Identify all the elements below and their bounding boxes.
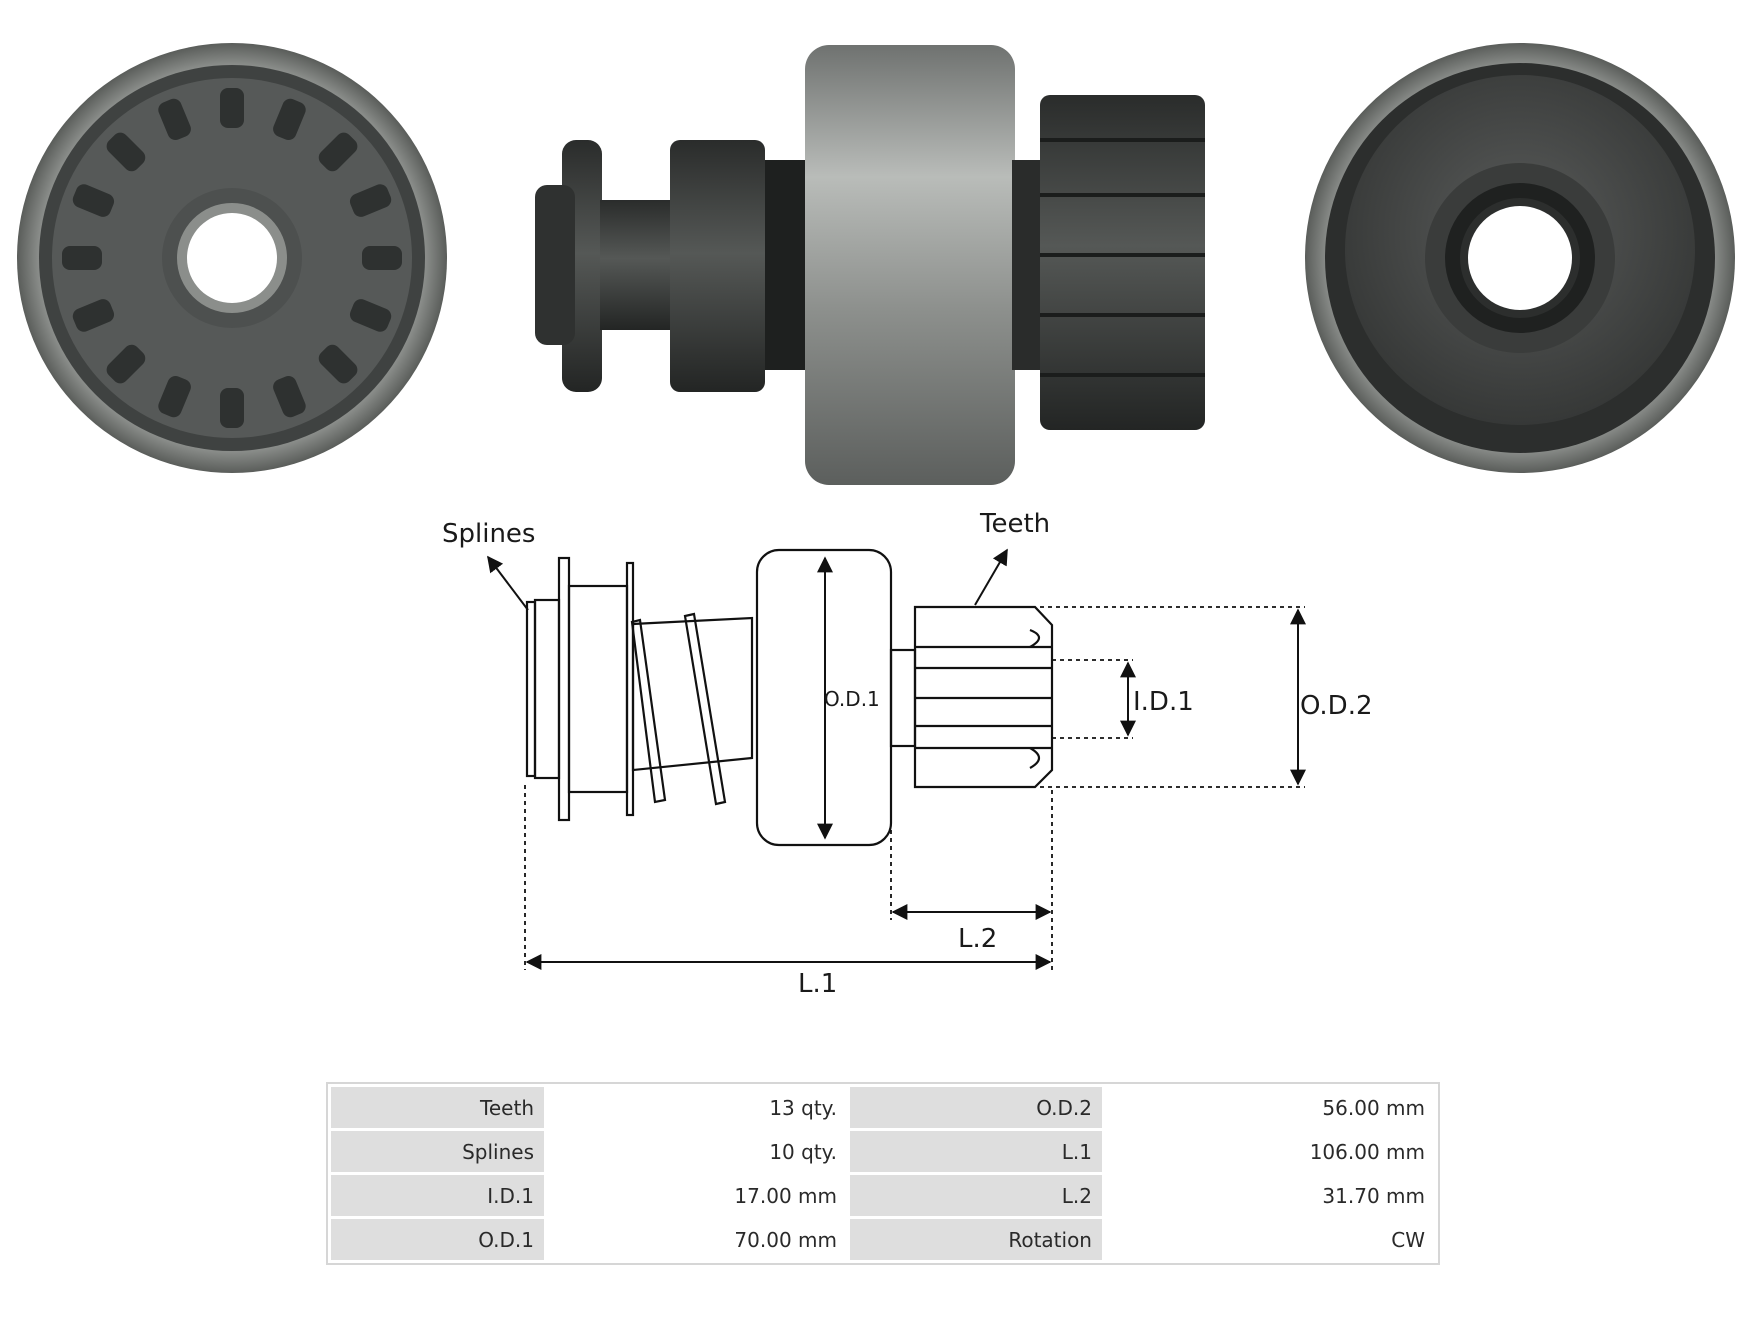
- pinion-gear: [913, 605, 1054, 789]
- spline-tooth: [158, 98, 191, 141]
- left-end-view-photo: [17, 43, 447, 473]
- splines-label: Splines: [442, 519, 535, 549]
- spline-tooth: [220, 388, 244, 428]
- spline-tooth: [106, 132, 146, 172]
- spec-value: 17.00 mm: [547, 1175, 847, 1216]
- spline-tooth: [72, 299, 115, 332]
- spline-tooth: [362, 246, 402, 270]
- teeth-label: Teeth: [979, 509, 1050, 539]
- spec-key: Splines: [331, 1131, 544, 1172]
- table-row: O.D.1 70.00 mm Rotation CW: [331, 1219, 1435, 1260]
- spec-key: L.1: [850, 1131, 1102, 1172]
- spec-value: 31.70 mm: [1105, 1175, 1435, 1216]
- id1-label: I.D.1: [1133, 687, 1194, 717]
- spline-tooth: [62, 246, 102, 270]
- spec-value: 106.00 mm: [1105, 1131, 1435, 1172]
- spring-coil: [630, 618, 667, 804]
- spline-tooth: [106, 344, 146, 384]
- l1-label: L.1: [798, 969, 837, 999]
- spline-tooth: [318, 132, 358, 172]
- spec-value: 13 qty.: [547, 1087, 847, 1128]
- table-row: Teeth 13 qty. O.D.2 56.00 mm: [331, 1087, 1435, 1128]
- od2-label: O.D.2: [1300, 691, 1373, 721]
- spec-value: 70.00 mm: [547, 1219, 847, 1260]
- spec-value: CW: [1105, 1219, 1435, 1260]
- spline-tooth: [220, 88, 244, 128]
- spline-end: [525, 600, 537, 778]
- spec-key: Teeth: [331, 1087, 544, 1128]
- spline-tooth: [349, 299, 392, 332]
- spec-key: Rotation: [850, 1219, 1102, 1260]
- right-end-view-photo: [1305, 43, 1735, 473]
- product-photos: [17, 43, 1735, 485]
- spline-tooth: [273, 375, 306, 418]
- spec-key: I.D.1: [331, 1175, 544, 1216]
- specification-table: Teeth 13 qty. O.D.2 56.00 mm Splines 10 …: [326, 1082, 1440, 1265]
- spline-tooth: [318, 344, 358, 384]
- spline-tooth: [158, 375, 191, 418]
- l2-label: L.2: [958, 924, 997, 954]
- od1-label: O.D.1: [824, 687, 880, 711]
- teeth-leader: [974, 548, 1008, 606]
- splines-leader: [487, 555, 529, 611]
- spec-key: L.2: [850, 1175, 1102, 1216]
- flange-left: [557, 556, 571, 822]
- spline-tooth: [349, 184, 392, 217]
- dimension-drawing: Splines Teeth O.D.1 I.D.1 O.D.2 L.2 L.1: [442, 509, 1373, 999]
- table-row: I.D.1 17.00 mm L.2 31.70 mm: [331, 1175, 1435, 1216]
- spec-key: O.D.1: [331, 1219, 544, 1260]
- side-view-photo: [535, 45, 1205, 485]
- spline-tooth: [72, 184, 115, 217]
- table-row: Splines 10 qty. L.1 106.00 mm: [331, 1131, 1435, 1172]
- spec-key: O.D.2: [850, 1087, 1102, 1128]
- spec-value: 10 qty.: [547, 1131, 847, 1172]
- spline-tooth: [273, 98, 306, 141]
- spec-value: 56.00 mm: [1105, 1087, 1435, 1128]
